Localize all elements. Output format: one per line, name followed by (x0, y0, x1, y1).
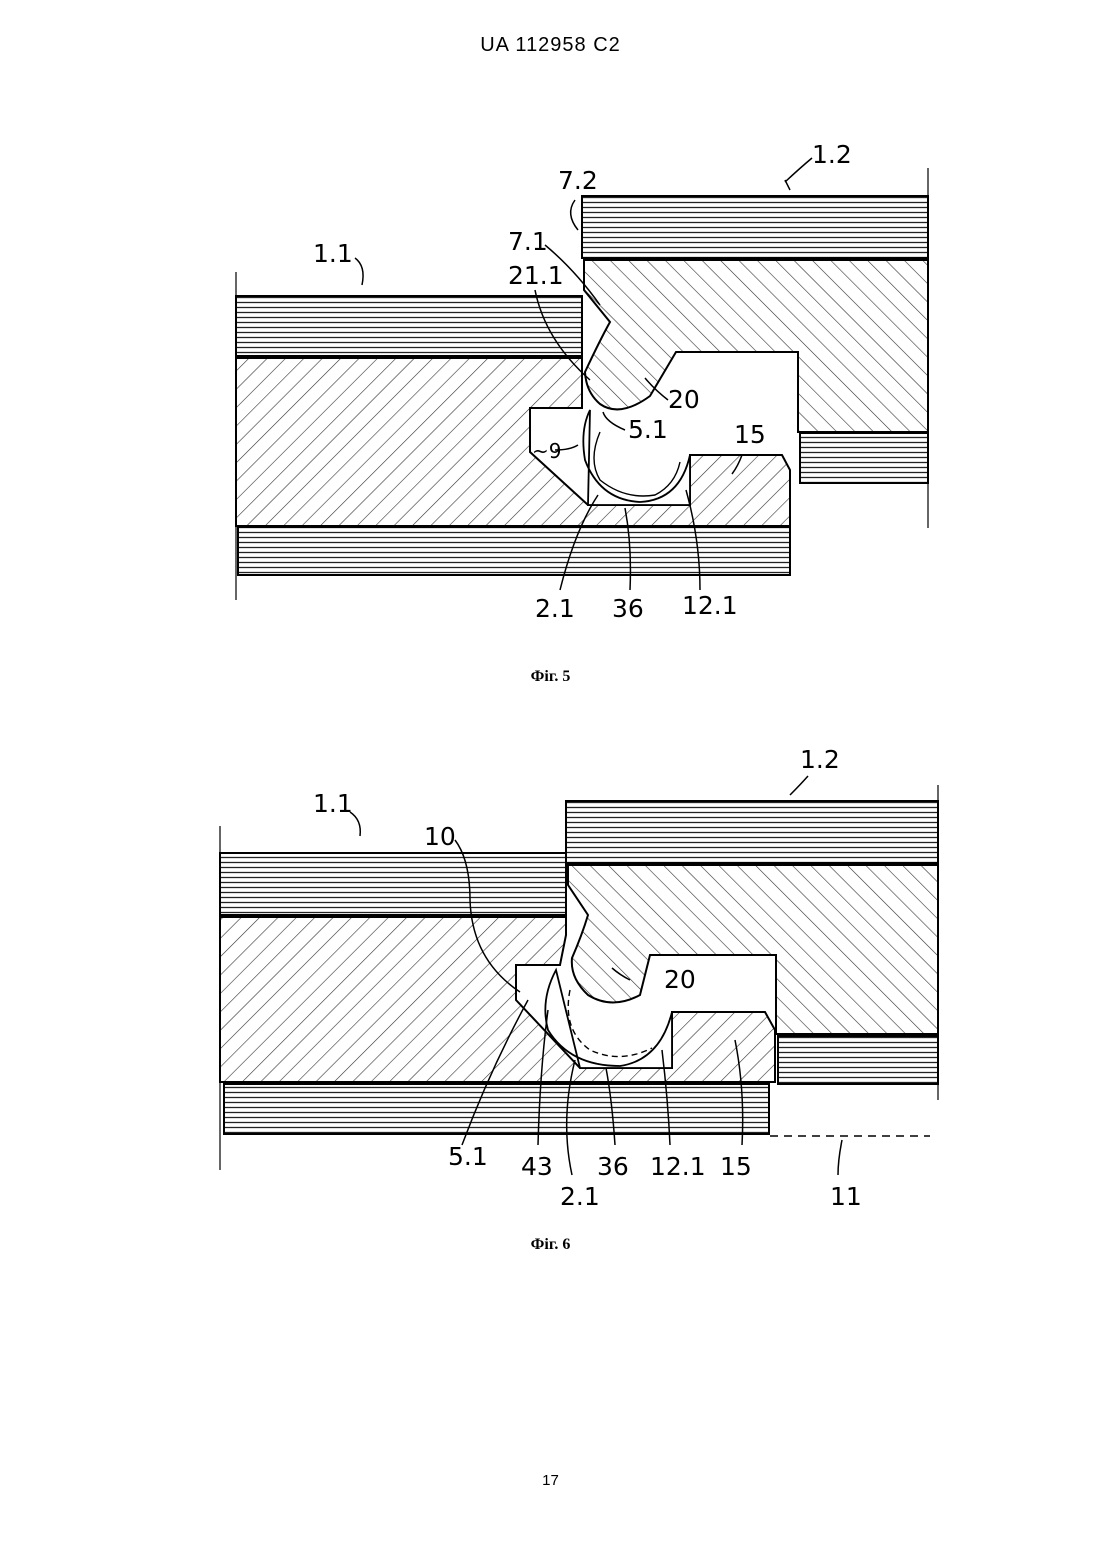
fig5-label-1-1: 1.1 (313, 239, 353, 268)
fig5-label-7-1: 7.1 (508, 227, 548, 256)
figure-5-drawing: 1.1 1.2 7.2 7.1 21.1 20 5.1 ~9 15 2.1 36… (236, 140, 928, 623)
fig6-label-5-1: 5.1 (448, 1142, 488, 1171)
figure-6-caption: Фіг. 6 (0, 1236, 1101, 1254)
fig6-label-11: 11 (830, 1182, 862, 1211)
fig5-label-36: 36 (612, 594, 644, 623)
fig6-label-1-1: 1.1 (313, 789, 353, 818)
fig5-label-9: ~9 (532, 439, 561, 463)
fig6-label-2-1: 2.1 (560, 1182, 600, 1211)
fig5-label-2-1: 2.1 (535, 594, 575, 623)
fig6-label-15: 15 (720, 1152, 752, 1181)
figure-6-drawing: 1.1 1.2 10 20 5.1 43 2.1 36 12.1 15 11 (220, 745, 938, 1211)
fig6-label-10: 10 (424, 822, 456, 851)
fig5-label-12-1: 12.1 (682, 591, 738, 620)
fig6-label-43: 43 (521, 1152, 553, 1181)
fig6-label-36: 36 (597, 1152, 629, 1181)
fig5-label-7-2: 7.2 (558, 166, 598, 195)
page-number: 17 (0, 1472, 1101, 1489)
figure-5-caption: Фіг. 5 (0, 668, 1101, 686)
fig6-label-12-1: 12.1 (650, 1152, 706, 1181)
fig5-label-15: 15 (734, 420, 766, 449)
fig5-label-5-1: 5.1 (628, 415, 668, 444)
fig5-label-20: 20 (668, 385, 700, 414)
fig6-label-20: 20 (664, 965, 696, 994)
fig5-label-21-1: 21.1 (508, 261, 564, 290)
fig5-label-1-2: 1.2 (812, 140, 852, 169)
fig6-label-1-2: 1.2 (800, 745, 840, 774)
